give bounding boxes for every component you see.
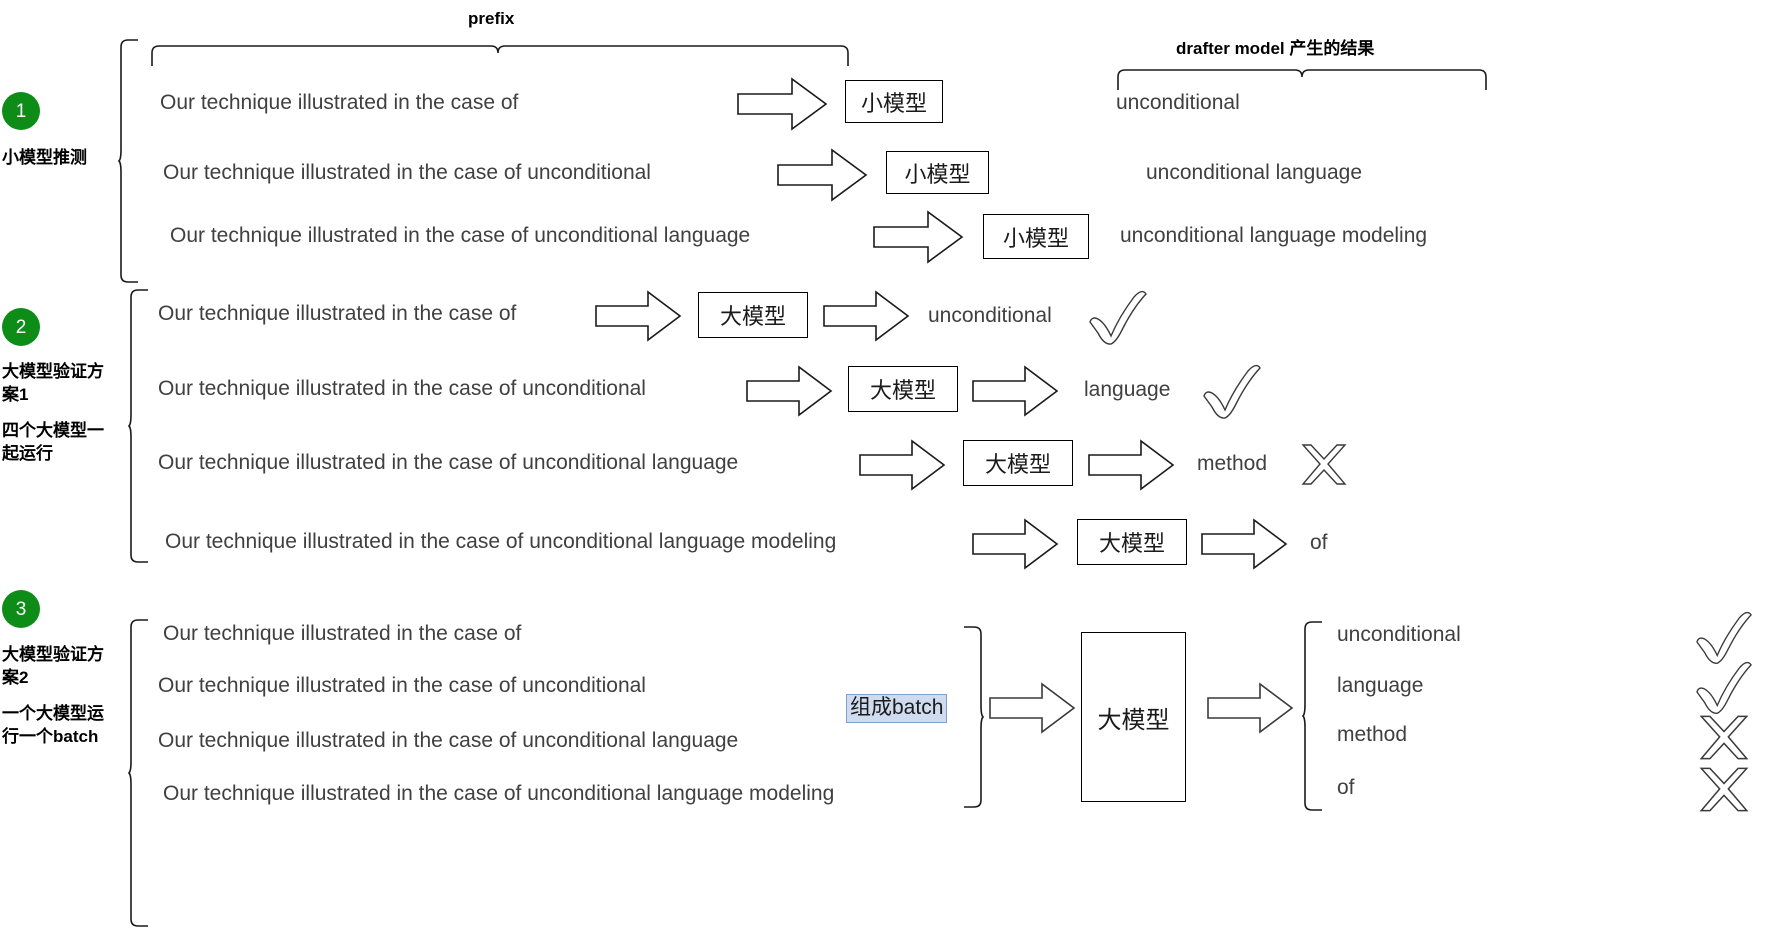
check-mark-icon xyxy=(1696,661,1752,714)
drafter-top-brace-icon xyxy=(1117,69,1487,90)
check-mark-icon xyxy=(1203,364,1261,419)
block-arrow-right-icon xyxy=(1088,439,1175,491)
prefix-label: prefix xyxy=(468,9,515,28)
block-arrow-right-icon xyxy=(1201,518,1288,570)
block-arrow-right-icon xyxy=(737,77,828,131)
section-3-row-1-prefix: Our technique illustrated in the case of xyxy=(163,622,522,645)
block-arrow-right-icon xyxy=(823,290,910,342)
batch-group-brace-icon xyxy=(964,626,985,808)
section-caption-1-line-1: 小模型推测 xyxy=(2,148,87,167)
section-3-model-box: 大模型 xyxy=(1081,632,1186,802)
cross-mark-icon xyxy=(1301,444,1347,485)
section-2-row-4-output: of xyxy=(1310,531,1328,554)
section-2-row-4-model-box: 大模型 xyxy=(1077,519,1187,565)
section-3-left-brace-icon xyxy=(127,619,148,927)
section-3-row-4-prefix: Our technique illustrated in the case of… xyxy=(163,782,835,805)
cross-mark-icon xyxy=(1699,715,1749,760)
section-caption-3-line-1: 大模型验证方案2 xyxy=(2,645,104,688)
section-1-row-2-output: unconditional language xyxy=(1146,161,1363,184)
section-caption-2-line-2: 四个大模型一起运行 xyxy=(2,420,104,464)
cross-mark-icon xyxy=(1699,767,1749,812)
check-mark-icon xyxy=(1696,611,1752,664)
section-3-row-3-prefix: Our technique illustrated in the case of… xyxy=(158,729,739,752)
section-1-row-3-model-box: 小模型 xyxy=(983,214,1089,259)
section-3-row-3-output: method xyxy=(1337,723,1408,746)
block-arrow-right-icon xyxy=(595,290,682,342)
outputs-brace-icon xyxy=(1301,621,1322,811)
block-arrow-right-icon xyxy=(989,682,1076,734)
section-2-row-1-prefix: Our technique illustrated in the case of xyxy=(158,302,517,325)
prefix-top-brace-icon xyxy=(151,45,849,66)
block-arrow-right-icon xyxy=(859,439,946,491)
section-badge-1: 1 xyxy=(2,92,40,130)
block-arrow-right-icon xyxy=(777,148,868,202)
section-caption-2-line-1: 大模型验证方案1 xyxy=(2,362,104,405)
section-3-row-2-prefix: Our technique illustrated in the case of… xyxy=(158,674,646,697)
section-1-row-1-model-box: 小模型 xyxy=(845,80,943,123)
section-2-row-4-prefix: Our technique illustrated in the case of… xyxy=(165,530,837,553)
section-3-row-4-output: of xyxy=(1337,776,1355,799)
section-badge-2: 2 xyxy=(2,308,40,346)
check-mark-icon xyxy=(1089,290,1147,345)
section-badge-3: 3 xyxy=(2,590,40,628)
section-1-row-3-prefix: Our technique illustrated in the case of… xyxy=(170,224,751,247)
section-caption-3: 大模型验证方案2 一个大模型运行一个batch xyxy=(2,643,120,749)
section-1-left-brace-icon xyxy=(117,39,138,283)
section-2-row-2-prefix: Our technique illustrated in the case of… xyxy=(158,377,646,400)
section-1-row-2-model-box: 小模型 xyxy=(886,151,989,194)
section-1-row-1-prefix: Our technique illustrated in the case of xyxy=(160,91,519,114)
section-2-row-2-model-box: 大模型 xyxy=(848,366,958,412)
section-2-row-3-model-box: 大模型 xyxy=(963,440,1073,486)
section-2-row-1-model-box: 大模型 xyxy=(698,292,808,338)
section-3-row-1-output: unconditional xyxy=(1337,623,1461,646)
section-caption-2: 大模型验证方案1 四个大模型一起运行 xyxy=(2,360,120,466)
block-arrow-right-icon xyxy=(1207,682,1294,734)
block-arrow-right-icon xyxy=(873,210,964,264)
section-2-left-brace-icon xyxy=(127,289,148,563)
section-2-row-3-prefix: Our technique illustrated in the case of… xyxy=(158,451,739,474)
section-2-row-2-output: language xyxy=(1084,378,1171,401)
drafter-model-label: drafter model 产生的结果 xyxy=(1176,39,1375,58)
section-3-row-2-output: language xyxy=(1337,674,1424,697)
batch-label: 组成batch xyxy=(846,694,948,724)
block-arrow-right-icon xyxy=(746,365,833,417)
section-1-row-3-output: unconditional language modeling xyxy=(1120,224,1428,247)
section-1-row-1-output: unconditional xyxy=(1116,91,1240,114)
section-2-row-3-output: method xyxy=(1197,452,1268,475)
section-caption-3-line-2: 一个大模型运行一个batch xyxy=(2,703,104,747)
block-arrow-right-icon xyxy=(972,365,1059,417)
section-2-row-1-output: unconditional xyxy=(928,304,1052,327)
block-arrow-right-icon xyxy=(972,518,1059,570)
section-1-row-2-prefix: Our technique illustrated in the case of… xyxy=(163,161,651,184)
section-caption-1: 小模型推测 xyxy=(2,146,120,169)
